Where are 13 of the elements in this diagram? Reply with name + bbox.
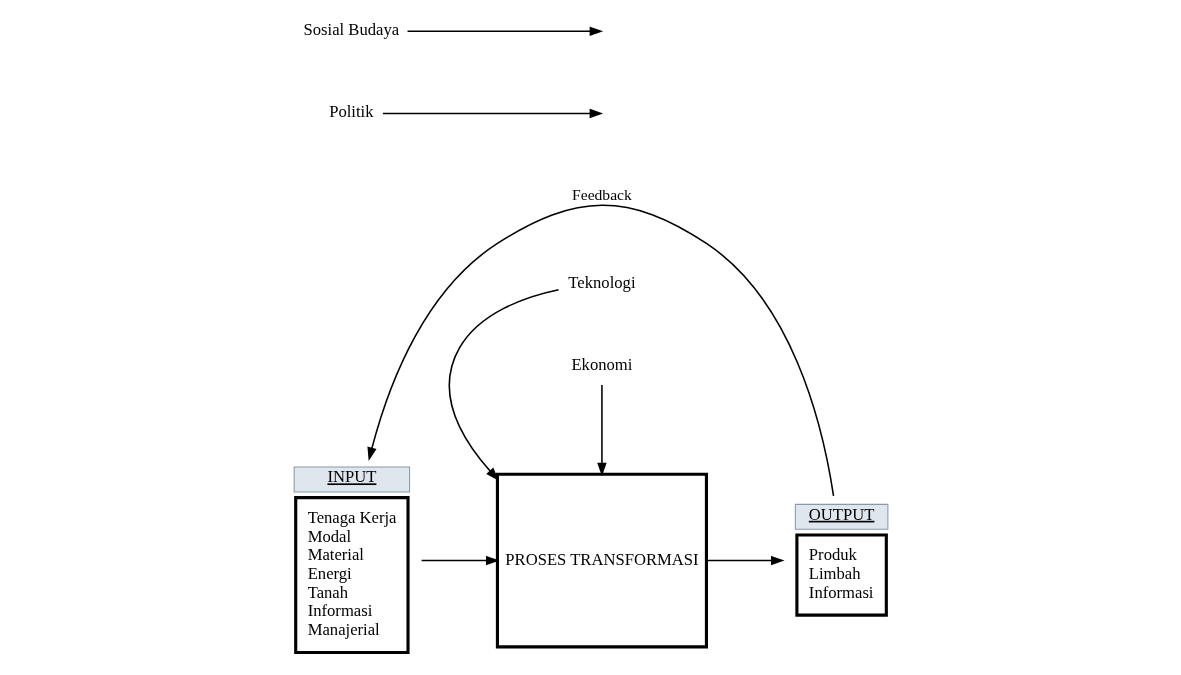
arrow [705,555,785,566]
node-text: Ekonomi [571,355,633,375]
edge-label: Feedback [572,185,632,203]
arrow [382,108,604,119]
node-text: Sosial Budaya [303,20,400,40]
arrow [406,26,604,36]
node-box: PROSES TRANSFORMASI [495,472,708,649]
node-text: Teknologi [568,272,636,292]
arrow [420,555,500,566]
arrow [597,384,607,477]
arrow [367,204,835,497]
arrow [448,288,560,481]
node-text: Politik [329,102,374,122]
